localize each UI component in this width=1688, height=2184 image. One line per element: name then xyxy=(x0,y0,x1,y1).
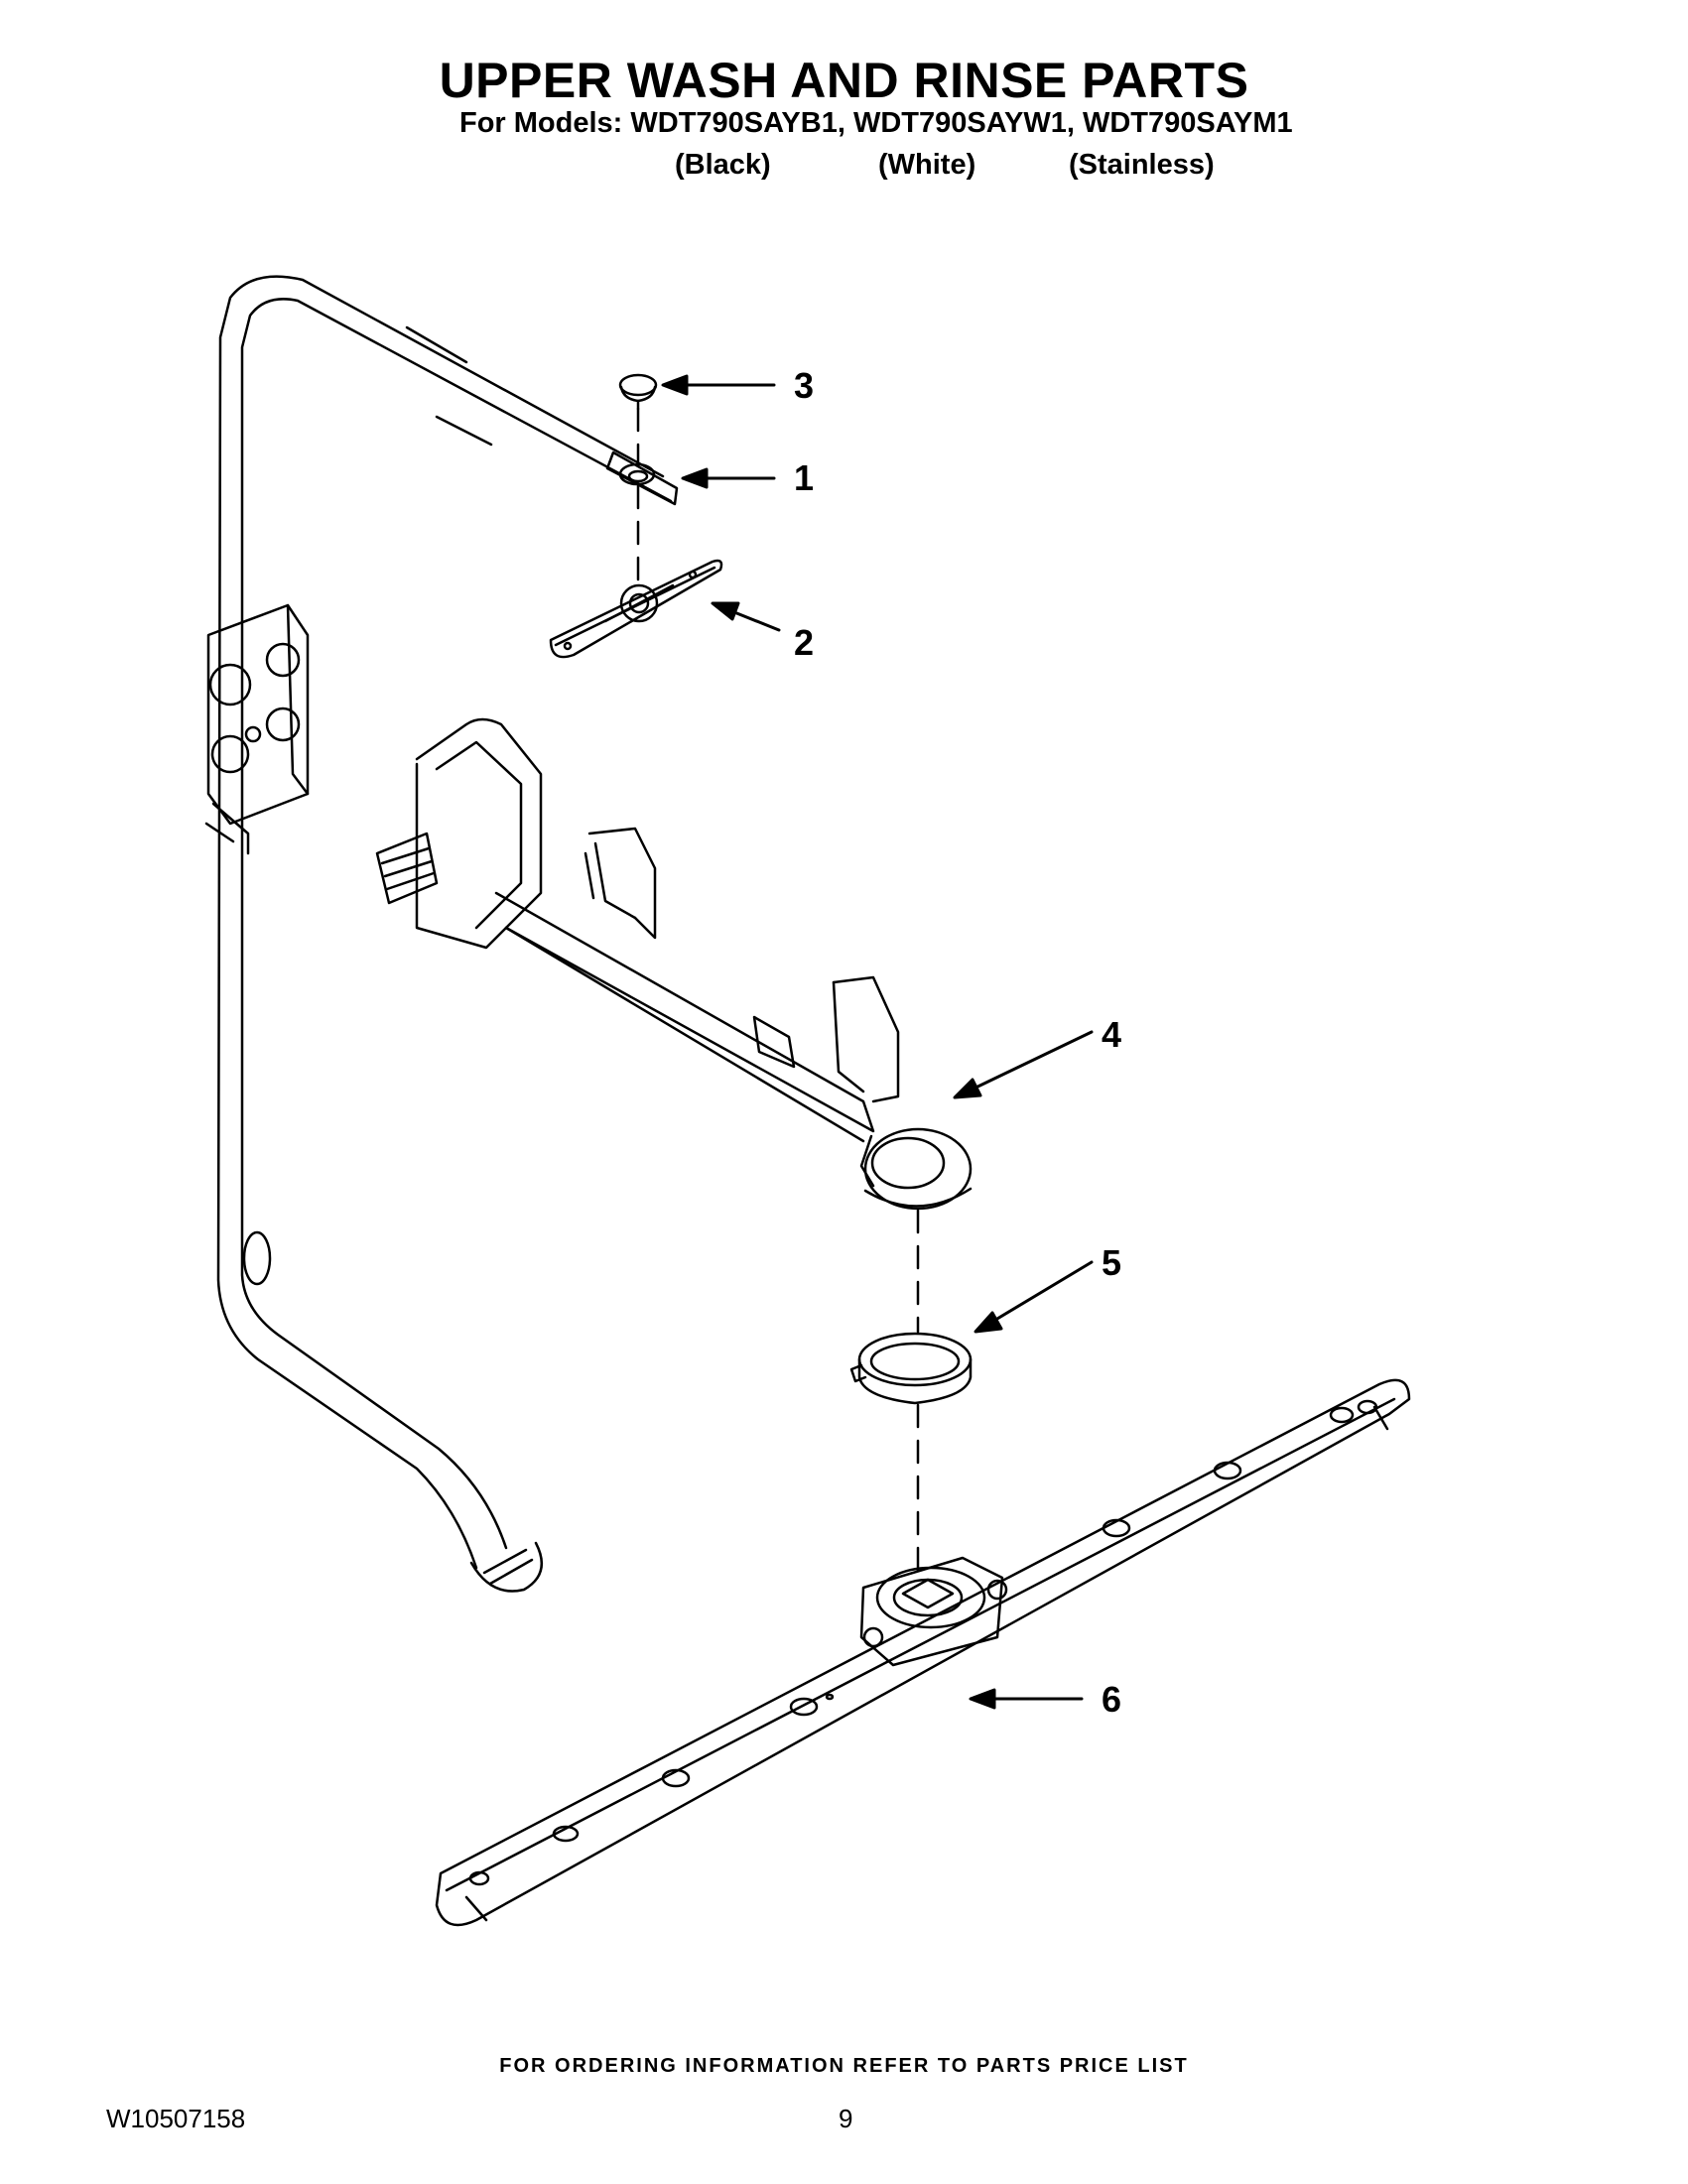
callout-2: 2 xyxy=(794,622,815,663)
callout-4: 4 xyxy=(1102,1014,1122,1055)
part-5-ring xyxy=(849,1332,973,1405)
callout-3: 3 xyxy=(794,365,815,406)
callout-6: 6 xyxy=(1102,1679,1122,1720)
models-line: For Models: WDT790SAYB1, WDT790SAYW1, WD… xyxy=(459,107,1293,139)
part-1-tube-end xyxy=(605,450,679,506)
document-number: W10507158 xyxy=(106,2104,246,2133)
page-title: UPPER WASH AND RINSE PARTS xyxy=(439,53,1249,108)
part-6-lower-spray-arm xyxy=(435,1378,1411,1927)
ordering-note: FOR ORDERING INFORMATION REFER TO PARTS … xyxy=(499,2055,1189,2077)
part-2-upper-spray-arm xyxy=(549,559,723,659)
finish-black: (Black) xyxy=(675,149,771,181)
supply-tube xyxy=(204,275,673,1593)
callout-1: 1 xyxy=(794,457,815,498)
page-number: 9 xyxy=(839,2104,853,2133)
part-3-cap xyxy=(618,373,658,411)
part-4-manifold xyxy=(375,717,973,1211)
callout-5: 5 xyxy=(1102,1242,1122,1283)
finish-stainless: (Stainless) xyxy=(1069,149,1215,181)
finish-white: (White) xyxy=(878,149,976,181)
alignment-lines xyxy=(636,407,920,1580)
leader-arrows xyxy=(661,374,1094,1710)
